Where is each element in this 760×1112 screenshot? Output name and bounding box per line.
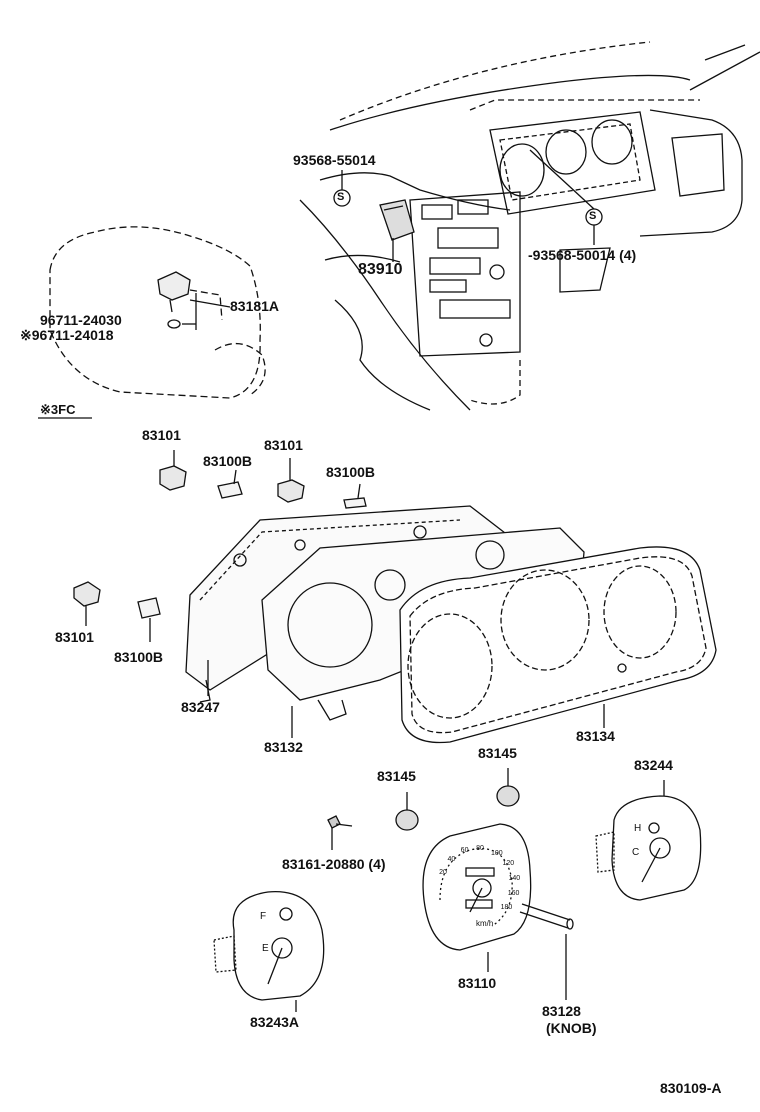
fuel-gauge-83243A (213, 891, 325, 1012)
speed-tick-label: 80 (476, 845, 484, 853)
speed-tick-label: 120 (502, 860, 515, 868)
label-83910: 83910 (358, 261, 403, 278)
speed-tick-label: 160 (507, 890, 520, 898)
label-93568-55014: 93568-55014 (293, 152, 376, 168)
s-symbol-right: S (589, 210, 597, 222)
label-96711-24030: 96711-24030 (40, 312, 122, 328)
bulbs-sockets (73, 450, 367, 642)
label-83101-b: 83101 (264, 437, 303, 453)
label-83145-a: 83145 (377, 768, 416, 784)
label-83110: 83110 (458, 975, 497, 991)
label-83134: 83134 (576, 728, 615, 744)
speed-tick-label: 180 (500, 904, 513, 912)
fuel-mark-f: F (260, 911, 267, 922)
label-83100B-a: 83100B (203, 453, 253, 469)
label-83100B-c: 83100B (114, 649, 164, 665)
label-knob: (KNOB) (546, 1020, 597, 1036)
speedometer-83110 (422, 823, 574, 1000)
speed-tick-label: 100 (491, 849, 503, 857)
leader-lines (38, 417, 209, 696)
label-83243A: 83243A (250, 1014, 300, 1030)
screw-83161 (327, 815, 353, 850)
label-83145-b: 83145 (478, 745, 517, 761)
label-96711-24018: ※96711-24018 (20, 327, 114, 343)
speed-tick-label: 60 (460, 847, 469, 855)
temp-gauge-83244 (595, 780, 702, 901)
oil-pressure-sender (157, 271, 231, 330)
label-83244: 83244 (634, 757, 673, 773)
label-83101-a: 83101 (142, 427, 181, 443)
meter-glass-83134 (399, 546, 717, 744)
speed-tick-label: 140 (508, 874, 521, 882)
knobs-83145 (395, 768, 520, 831)
temp-mark-c: C (632, 847, 640, 858)
label-83247: 83247 (181, 699, 220, 715)
fuel-mark-e: E (262, 943, 269, 954)
note-3fc: ※3FC (40, 402, 76, 417)
speed-tick-label: 40 (447, 855, 456, 863)
dashboard-illustration (299, 41, 760, 411)
s-symbol-left: S (337, 191, 345, 203)
label-83161-20880: 83161-20880 (4) (282, 856, 386, 872)
drawing-number: 830109-A (660, 1080, 722, 1096)
label-93568-50014: -93568-50014 (4) (528, 247, 637, 263)
speed-unit: km/h (476, 919, 494, 928)
label-83181A: 83181A (230, 298, 280, 314)
engine-illustration (49, 226, 266, 399)
label-83100B-b: 83100B (326, 464, 376, 480)
temp-mark-h: H (634, 823, 642, 834)
label-83101-c: 83101 (55, 629, 94, 645)
speed-tick-label: 20 (439, 868, 447, 876)
label-83128: 83128 (542, 1003, 581, 1019)
label-83132: 83132 (264, 739, 303, 755)
